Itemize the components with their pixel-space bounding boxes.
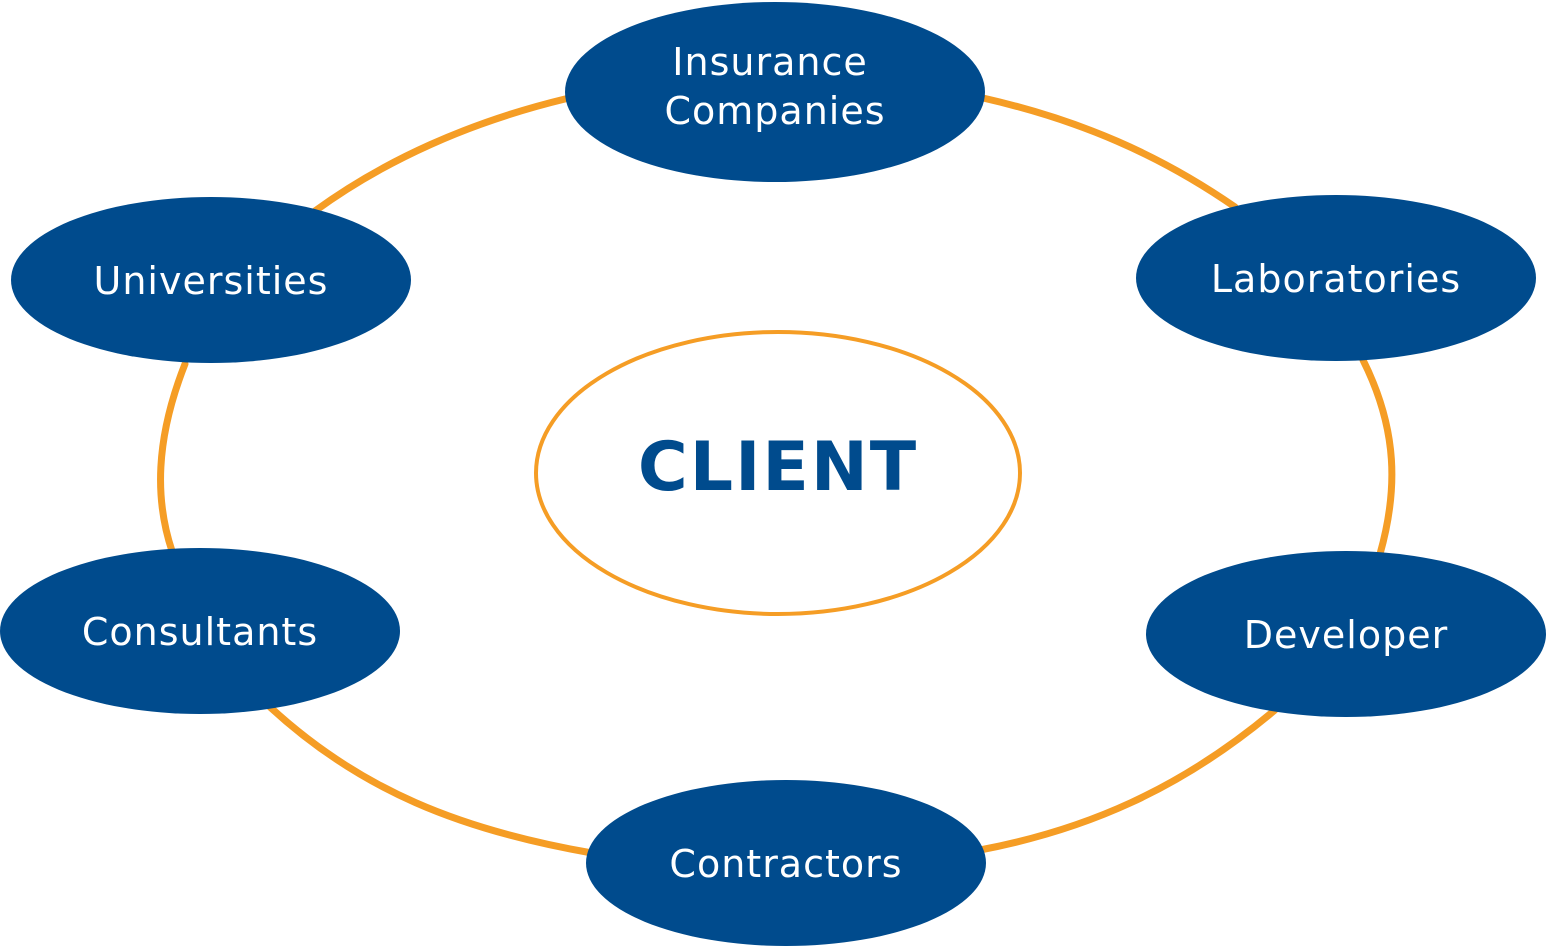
node-insurance-companies: Insurance Companies xyxy=(565,2,985,182)
node-laboratories: Laboratories xyxy=(1136,195,1536,361)
node-label: Developer xyxy=(1244,613,1448,657)
node-ellipse xyxy=(1146,551,1546,717)
node-ellipse xyxy=(11,197,411,363)
node-consultants: Consultants xyxy=(0,548,400,714)
node-developer: Developer xyxy=(1146,551,1546,717)
node-ellipse xyxy=(1136,195,1536,361)
node-label: Laboratories xyxy=(1211,257,1461,301)
node-label-line-2: Companies xyxy=(664,89,885,133)
node-label-line-1: Insurance xyxy=(672,40,867,84)
node-label: Universities xyxy=(94,259,329,303)
center-node: CLIENT xyxy=(534,330,1022,616)
node-ellipse xyxy=(0,548,400,714)
node-label: Contractors xyxy=(669,842,902,886)
node-ellipse xyxy=(565,2,985,182)
node-ellipse xyxy=(586,780,986,946)
center-label: CLIENT xyxy=(638,428,918,507)
connector-ring xyxy=(157,94,1396,857)
node-contractors: Contractors xyxy=(586,780,986,946)
node-label: Consultants xyxy=(82,610,318,654)
center-outline xyxy=(534,330,1022,616)
node-universities: Universities xyxy=(11,197,411,363)
